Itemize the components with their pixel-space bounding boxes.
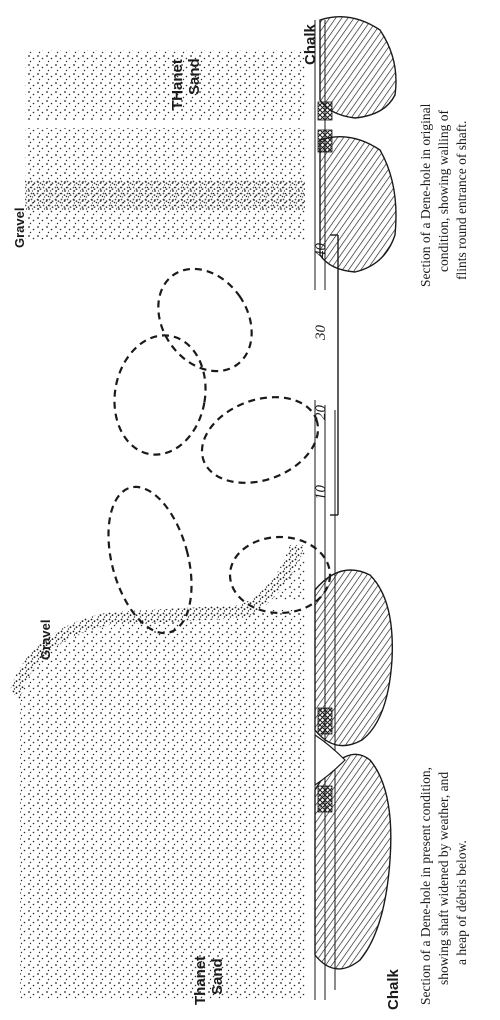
label-thanet-right: THanet <box>169 59 186 110</box>
caption-right-line-3: flints round entrance of shaft. <box>454 121 469 280</box>
flint-wall-right-b <box>318 130 332 152</box>
present-condition-section: Chalk Thanet Sand Gravel Section of a De… <box>10 400 469 1010</box>
flint-wall-lower <box>318 708 332 734</box>
label-sand-right: Sand <box>186 58 203 95</box>
upper-chamber-left <box>320 137 396 272</box>
caption-right-line-2: condition, showing walling of <box>436 110 451 272</box>
caption-left-line-2: showing shaft widened by weather, and <box>436 772 451 985</box>
label-chalk-right: Chalk <box>302 23 319 65</box>
shaft-right <box>25 120 315 128</box>
scale-bar <box>330 235 338 515</box>
label-chalk-left: Chalk <box>385 968 402 1010</box>
scale-10: 10 <box>313 485 329 501</box>
original-condition-section: Chalk THanet Sand Gravel Section of a De… <box>12 17 469 290</box>
caption-left-line-3: a heap of débris below. <box>454 840 469 965</box>
caption-right-line-1: Section of a Dene-hole in original <box>418 103 433 287</box>
label-thanet-left: Thanet <box>192 956 209 1005</box>
label-sand-left: Sand <box>209 958 226 995</box>
caption-left-line-1: Section of a Dene-hole in present condit… <box>418 767 433 1005</box>
thanet-sand-layer-right <box>25 50 305 240</box>
scale-30: 30 <box>313 325 329 342</box>
gravel-layer-right <box>25 180 305 210</box>
flint-wall-right-a <box>318 102 332 120</box>
scale-20: 20 <box>313 405 329 421</box>
label-gravel-left: Gravel <box>38 620 53 660</box>
flint-wall-upper <box>318 786 332 812</box>
label-gravel-right: Gravel <box>12 208 27 248</box>
